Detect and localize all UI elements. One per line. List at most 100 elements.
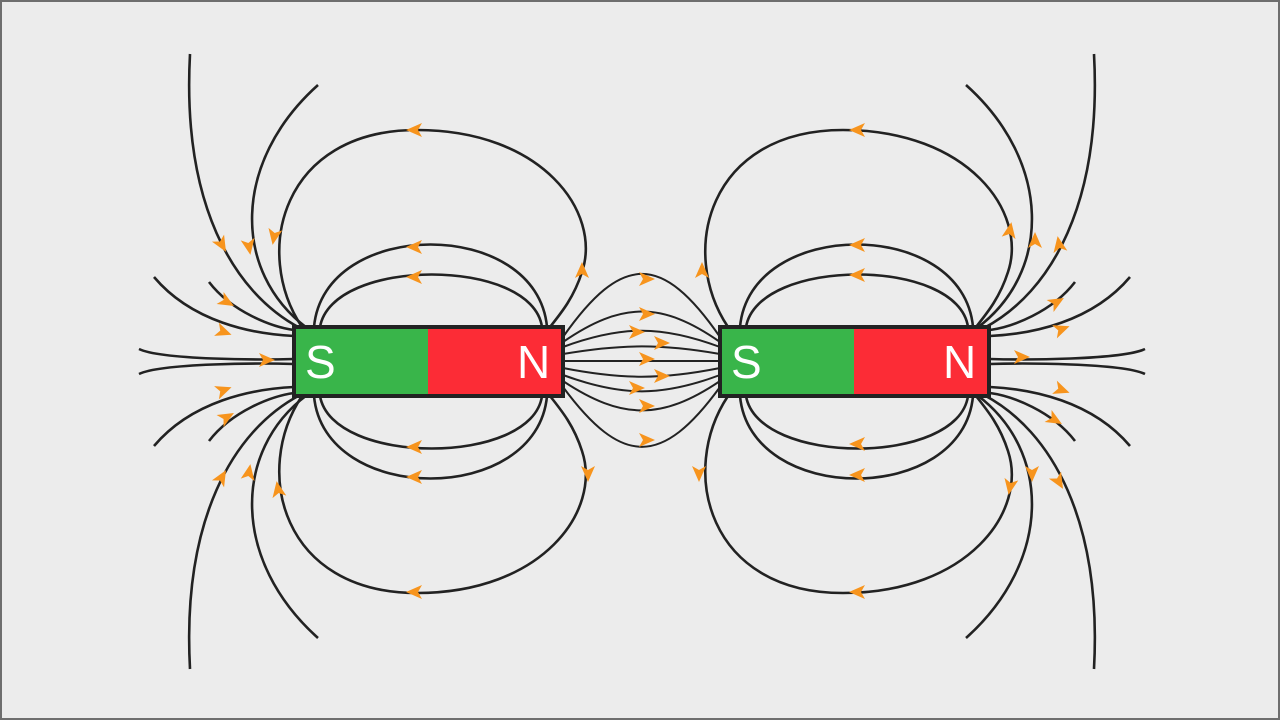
field-direction-arrow-icon (692, 466, 706, 482)
field-line (562, 386, 721, 448)
field-arrows (211, 123, 1070, 599)
field-line (983, 53, 1097, 330)
field-direction-arrow-icon (272, 481, 287, 499)
field-direction-arrow-icon (849, 585, 865, 599)
field-line (738, 395, 975, 480)
field-line (562, 380, 721, 412)
field-direction-arrow-icon (849, 437, 865, 451)
field-line (983, 393, 1097, 670)
field-direction-arrow-icon (1044, 409, 1062, 424)
field-direction-arrow-icon (216, 291, 234, 306)
field-line (207, 281, 295, 332)
field-direction-arrow-icon (1004, 477, 1019, 495)
field-direction-arrow-icon (211, 470, 226, 488)
field-direction-arrow-icon (1053, 236, 1068, 254)
magnet-right-outline (718, 325, 991, 398)
field-line (318, 395, 544, 450)
field-direction-arrow-icon (639, 307, 655, 321)
field-direction-arrow-icon (406, 440, 422, 454)
field-line (562, 345, 721, 355)
field-direction-arrow-icon (1046, 298, 1064, 313)
field-direction-arrow-icon (639, 433, 655, 447)
field-direction-arrow-icon (654, 336, 670, 350)
field-direction-arrow-icon (268, 227, 283, 245)
field-direction-arrow-icon (1052, 325, 1070, 339)
field-lines (138, 53, 1146, 670)
field-line (138, 347, 295, 361)
field-line (738, 243, 975, 328)
field-direction-arrow-icon (581, 466, 595, 482)
field-direction-arrow-icon (240, 237, 255, 255)
field-direction-arrow-icon (629, 325, 645, 339)
field-line (278, 128, 588, 328)
field-line (989, 347, 1146, 361)
magnet-left-north-pole (428, 327, 563, 396)
field-line (562, 310, 721, 343)
field-line (989, 276, 1131, 338)
field-line (318, 273, 544, 328)
field-line (138, 362, 295, 376)
field-direction-arrow-icon (1014, 350, 1030, 364)
field-line (562, 374, 721, 393)
field-line (153, 385, 295, 447)
field-direction-arrow-icon (1048, 471, 1063, 489)
magnet-right-south-pole (720, 327, 854, 396)
field-direction-arrow-icon (216, 413, 234, 428)
field-direction-arrow-icon (240, 464, 255, 482)
field-line (965, 393, 1034, 639)
field-direction-arrow-icon (849, 468, 865, 482)
field-direction-arrow-icon (639, 352, 655, 366)
field-direction-arrow-icon (406, 470, 422, 484)
magnet-left-south-pole (294, 327, 428, 396)
field-line (312, 243, 549, 328)
field-direction-arrow-icon (1052, 380, 1070, 394)
field-direction-arrow-icon (1025, 466, 1039, 482)
field-line (207, 391, 295, 442)
field-line (187, 393, 301, 670)
field-direction-arrow-icon (1001, 222, 1016, 240)
field-direction-arrow-icon (406, 123, 422, 137)
field-direction-arrow-icon (849, 268, 865, 282)
field-line (989, 281, 1077, 332)
field-line (989, 391, 1077, 442)
field-direction-arrow-icon (629, 381, 645, 395)
magnet-right-north-pole (854, 327, 989, 396)
field-line (989, 385, 1131, 447)
field-direction-arrow-icon (214, 322, 232, 336)
magnet-left-outline (292, 325, 565, 398)
field-line (250, 393, 319, 639)
field-line (250, 84, 319, 330)
field-line (965, 84, 1034, 330)
field-direction-arrow-icon (654, 369, 670, 383)
magnet-left-south-label: S (305, 336, 336, 388)
magnet-right-north-label: N (943, 336, 976, 388)
field-direction-arrow-icon (406, 270, 422, 284)
magnet-right: S N (718, 325, 991, 398)
field-direction-arrow-icon (211, 234, 226, 252)
field-line (278, 395, 588, 595)
field-direction-arrow-icon (406, 585, 422, 599)
field-line (562, 367, 721, 378)
field-line (744, 273, 970, 328)
field-line (187, 53, 301, 330)
field-direction-arrow-icon (214, 386, 232, 400)
field-direction-arrow-icon (849, 123, 865, 137)
magnet-left: S N (292, 325, 565, 398)
field-line (704, 395, 1014, 595)
field-direction-arrow-icon (849, 238, 865, 252)
field-direction-arrow-icon (575, 262, 589, 278)
field-line (989, 362, 1146, 376)
field-direction-arrow-icon (695, 262, 709, 278)
field-direction-arrow-icon (406, 240, 422, 254)
field-direction-arrow-icon (639, 272, 655, 286)
field-line (744, 395, 970, 450)
field-line (153, 276, 295, 338)
field-line (312, 395, 549, 480)
magnet-right-south-label: S (731, 336, 762, 388)
magnet-left-north-label: N (517, 336, 550, 388)
field-direction-arrow-icon (1028, 232, 1042, 248)
field-line (704, 128, 1014, 328)
field-direction-arrow-icon (639, 399, 655, 413)
